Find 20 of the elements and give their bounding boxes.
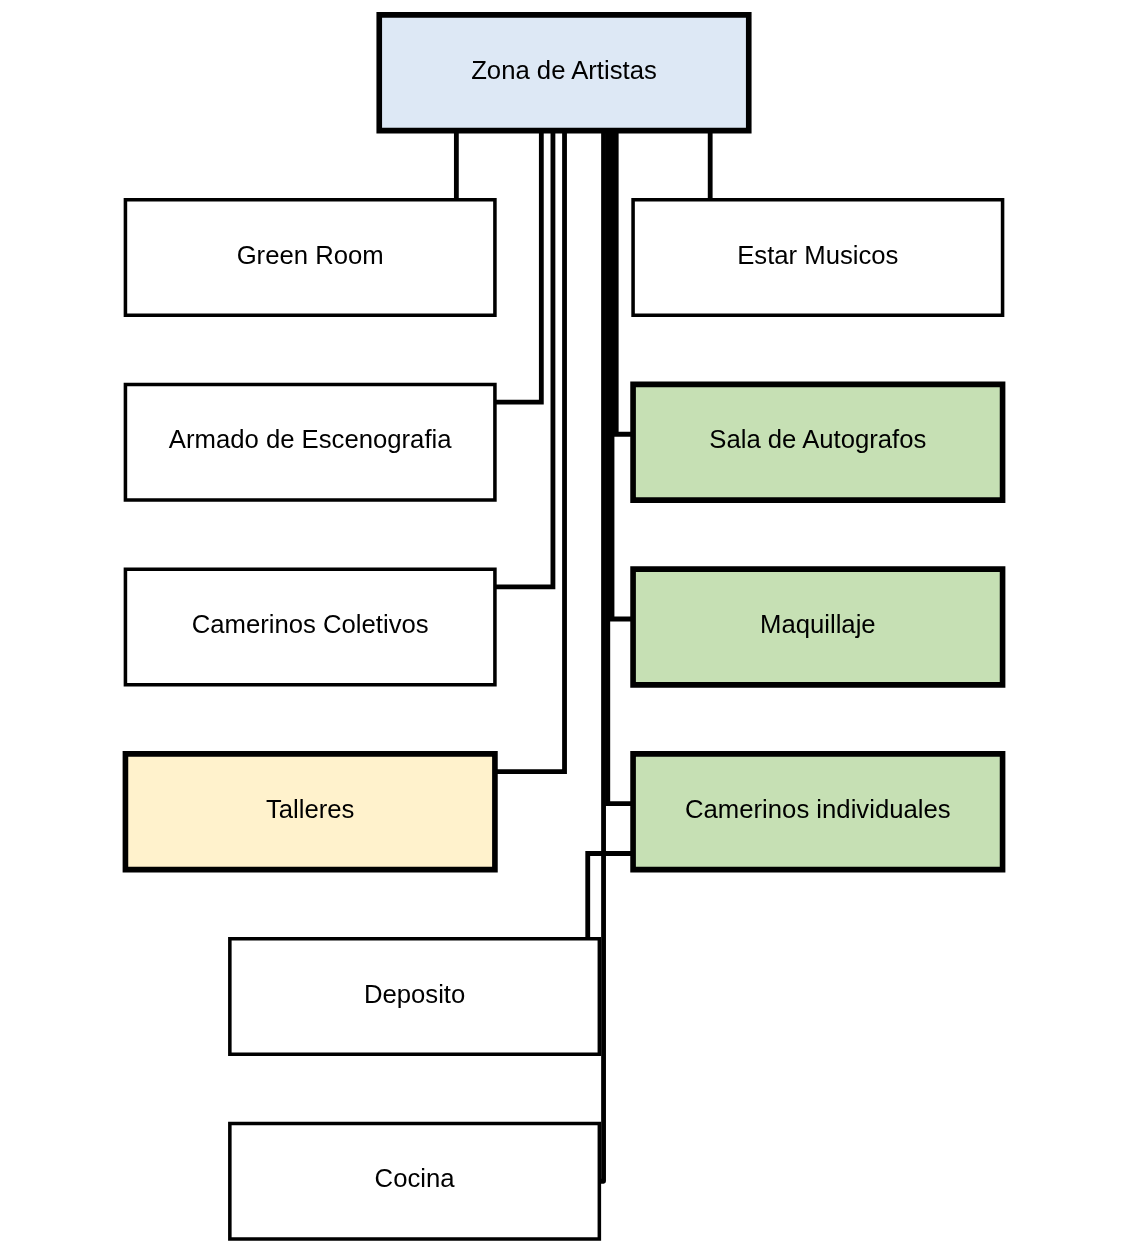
node-box: Camerinos Coletivos bbox=[123, 567, 497, 687]
node-box: Camerinos individuales bbox=[629, 751, 1005, 873]
node-box: Talleres bbox=[122, 751, 498, 873]
node-box: Cocina bbox=[227, 1121, 601, 1241]
connector bbox=[494, 131, 567, 774]
connector bbox=[613, 130, 633, 437]
node-box: Zona de Artistas bbox=[375, 12, 752, 134]
node-box: Deposito bbox=[227, 936, 601, 1057]
node-box: Maquillaje bbox=[629, 566, 1005, 688]
connector bbox=[609, 130, 632, 622]
connector bbox=[494, 130, 544, 405]
connector bbox=[707, 130, 713, 200]
connector bbox=[604, 130, 633, 807]
node-box: Estar Musicos bbox=[630, 197, 1004, 318]
node-box: Green Room bbox=[123, 197, 497, 318]
node-box: Sala de Autografos bbox=[629, 381, 1005, 503]
connector bbox=[584, 851, 633, 939]
node-box: Armado de Escenografia bbox=[123, 382, 497, 502]
connector bbox=[453, 130, 459, 200]
connector bbox=[494, 130, 555, 590]
